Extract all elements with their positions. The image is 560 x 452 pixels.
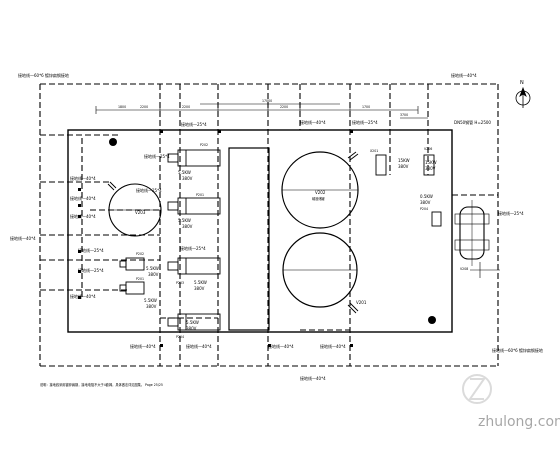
valve-kw: 15KW xyxy=(425,160,437,165)
north-arrow xyxy=(515,86,531,108)
motor-voltage: 380V xyxy=(182,224,193,229)
mixer-p204 xyxy=(431,211,442,227)
motor-kw: 5.5KW xyxy=(194,280,207,285)
tank-tag: V203 xyxy=(135,210,146,215)
tank-subtitle: 碱液储罐 xyxy=(312,196,326,201)
pump-tag: P201 xyxy=(136,277,144,281)
label-top-right: 接地线一40*4 xyxy=(451,72,477,78)
ground-label: 接地线一40*4 xyxy=(300,119,326,125)
ground-label: 接地线一40*4 xyxy=(268,343,294,349)
label-bottom-mid: 接地线一40*4 xyxy=(300,375,326,381)
mixer-kw: 0.5KW xyxy=(420,194,433,199)
dimension-lines xyxy=(95,103,428,119)
building-outline xyxy=(67,129,453,333)
dimension-text: 2200 xyxy=(280,105,288,109)
ground-label: 接地线一25*4 xyxy=(180,245,206,251)
ground-label: 接地线一40*4 xyxy=(70,175,96,181)
motor-kw: 5.5KW xyxy=(178,170,191,175)
valve-v206 xyxy=(423,154,435,176)
ground-label: 接地线一40*4 xyxy=(186,343,212,349)
ground-label: 接地线一40*4 xyxy=(320,343,346,349)
unit-tag: V208 xyxy=(460,267,468,271)
dimension-text: 2200 xyxy=(182,105,190,109)
small-pumps xyxy=(119,257,145,295)
valve-voltage: 380V xyxy=(425,166,436,171)
mixer-voltage: 380V xyxy=(420,200,431,205)
valve-tag: X201 xyxy=(370,149,378,153)
label-right-bottom: 接地线一60*6 镀锌扁钢接地 xyxy=(492,347,543,353)
valve-x201 xyxy=(375,154,387,176)
ground-label: 接地线一25*4 xyxy=(78,267,104,273)
motor-voltage: 380V xyxy=(194,286,205,291)
tank-tag: V202 xyxy=(315,190,326,195)
motor-voltage: 380V xyxy=(182,176,193,181)
label-pipe-note: DN50钢管 H=2500 xyxy=(454,119,491,125)
motor-voltage: 380V xyxy=(186,326,197,331)
ground-label: 接地线一25*4 xyxy=(352,119,378,125)
valve-tag: V206 xyxy=(424,147,432,151)
mixer-tag: P204 xyxy=(420,207,428,211)
label-top-left: 接地线一60*6 镀锌扁钢接地 xyxy=(18,72,69,78)
ground-label: 接地线一40*4 xyxy=(70,213,96,219)
ground-electrode xyxy=(428,316,436,324)
motor-kw: 5.5KW xyxy=(186,320,199,325)
pump-kw: 5.5KW xyxy=(144,298,157,303)
dimension-text: 3700 xyxy=(400,113,408,117)
valve-kw: 15KW xyxy=(398,158,410,163)
tank-tag: V201 xyxy=(356,300,367,305)
north-mark: N xyxy=(520,80,524,86)
motor-tag: P201 xyxy=(196,193,204,197)
ground-label: 接地线一25*4 xyxy=(136,187,162,193)
pump-voltage: 380V xyxy=(148,272,159,277)
dimension-text: 1800 xyxy=(118,105,126,109)
ground-label: 接地线一25*4 xyxy=(78,247,104,253)
motor-tag: P203 xyxy=(176,281,184,285)
motor-group-upper xyxy=(167,149,221,215)
motor-kw: 5.5KW xyxy=(178,218,191,223)
pump-kw: 5.5KW xyxy=(146,266,159,271)
motor-tag: P202 xyxy=(200,143,208,147)
dimension-text: 2200 xyxy=(140,105,148,109)
pump-voltage: 380V xyxy=(146,304,157,309)
svg-text:zhulong.com: zhulong.com xyxy=(478,414,560,430)
ground-electrode xyxy=(109,138,117,146)
watermark: zhulong.com xyxy=(462,374,560,430)
motor-group-lower xyxy=(167,257,221,331)
ground-label: 接地线一40*4 xyxy=(130,343,156,349)
ground-label: 接地线一25*4 xyxy=(144,153,170,159)
valve-voltage: 380V xyxy=(398,164,409,169)
ground-label: 接地线一25*4 xyxy=(181,121,207,127)
ground-terminals xyxy=(78,130,353,347)
ground-grid xyxy=(39,83,499,367)
ground-label: 接地线一40*4 xyxy=(70,293,96,299)
footer-note: 说明：接地线采用镀锌扁钢，接地电阻不大于4欧姆，具体做法详见图集。 Page 2… xyxy=(40,382,163,387)
dimension-text: 1700 xyxy=(362,105,370,109)
motor-tag: P204 xyxy=(176,335,184,339)
label-left-mid: 接地线一40*4 xyxy=(10,235,36,241)
label-right-mid: 接地线一25*4 xyxy=(498,210,524,216)
pump-tag: P202 xyxy=(136,252,144,256)
ground-label: 接地线一40*4 xyxy=(70,195,96,201)
central-column-tank xyxy=(228,147,270,331)
dimension-text: 17000 xyxy=(262,99,272,103)
